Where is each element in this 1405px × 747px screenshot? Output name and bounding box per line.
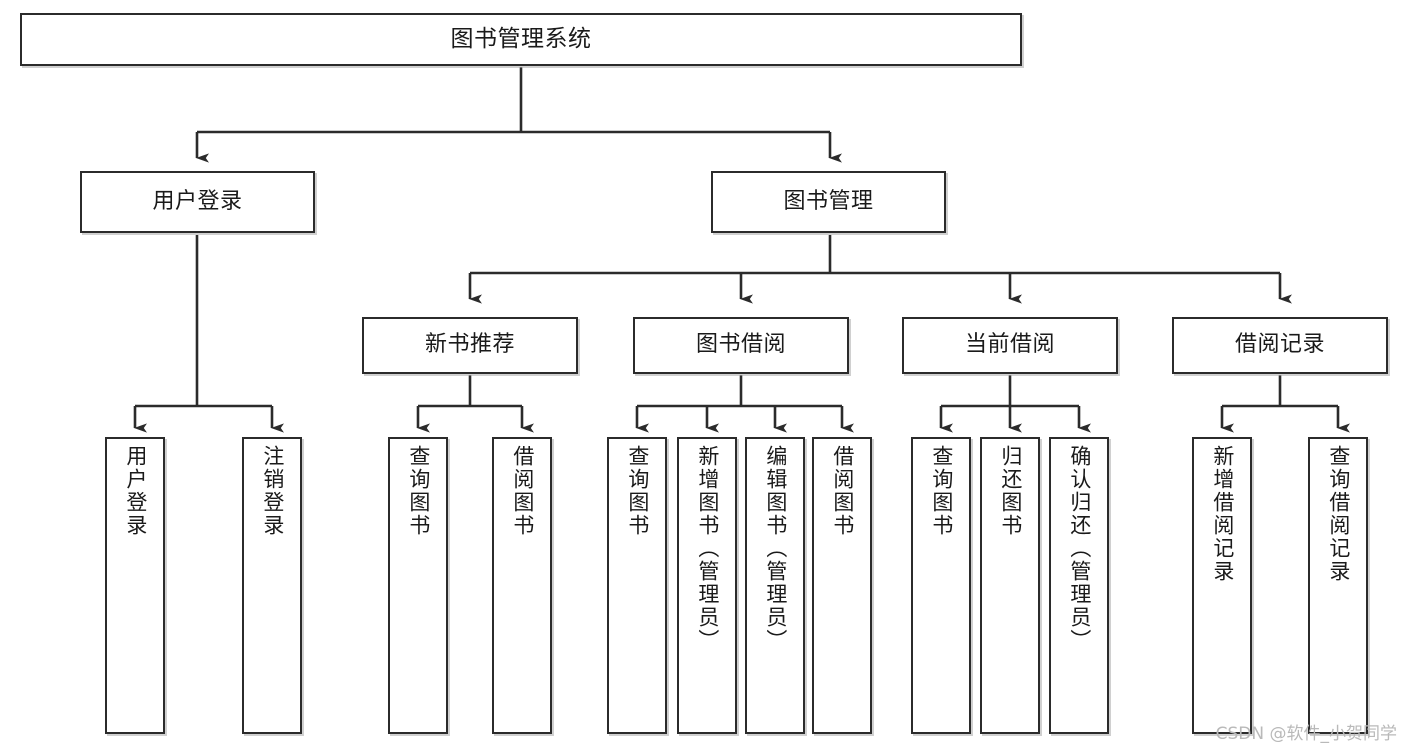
node-label: 借阅记录	[1234, 332, 1325, 358]
leaf-confirm-return[interactable]: 确认归还（管理员）	[1049, 437, 1109, 734]
node-label: 归还图书	[998, 445, 1023, 537]
node-label: 编辑图书（管理员）	[763, 445, 788, 652]
leaf-borrow-book[interactable]: 借阅图书	[812, 437, 872, 734]
node-label: 新增图书（管理员）	[695, 445, 720, 652]
node-label: 图书借阅	[695, 332, 786, 358]
node-label: 查询图书	[406, 445, 431, 537]
node-label: 新书推荐	[424, 332, 515, 358]
node-book-borrow[interactable]: 图书借阅	[633, 317, 849, 374]
leaf-add-book[interactable]: 新增图书（管理员）	[677, 437, 737, 734]
node-new-book-recommend[interactable]: 新书推荐	[362, 317, 578, 374]
node-label: 图书管理	[783, 188, 874, 214]
leaf-add-borrow-record[interactable]: 新增借阅记录	[1192, 437, 1252, 734]
node-current-borrow[interactable]: 当前借阅	[902, 317, 1118, 374]
node-label: 借阅图书	[510, 445, 535, 537]
node-label: 查询图书	[625, 445, 650, 537]
leaf-return-book[interactable]: 归还图书	[980, 437, 1040, 734]
leaf-user-logout[interactable]: 注销登录	[242, 437, 302, 734]
leaf-query-borrow-record[interactable]: 查询借阅记录	[1308, 437, 1368, 734]
node-label: 图书管理系统	[450, 25, 592, 52]
node-label: 当前借阅	[964, 332, 1055, 358]
leaf-query-book-current[interactable]: 查询图书	[911, 437, 971, 734]
leaf-user-login[interactable]: 用户登录	[105, 437, 165, 734]
node-label: 用户登录	[123, 445, 148, 537]
node-label: 查询图书	[929, 445, 954, 537]
node-root-system[interactable]: 图书管理系统	[20, 13, 1022, 66]
leaf-edit-book[interactable]: 编辑图书（管理员）	[745, 437, 805, 734]
leaf-query-book-borrow[interactable]: 查询图书	[607, 437, 667, 734]
node-book-management[interactable]: 图书管理	[711, 171, 946, 233]
node-borrow-record[interactable]: 借阅记录	[1172, 317, 1388, 374]
leaf-query-book-recommend[interactable]: 查询图书	[388, 437, 448, 734]
leaf-borrow-book-recommend[interactable]: 借阅图书	[492, 437, 552, 734]
node-label: 确认归还（管理员）	[1067, 445, 1092, 652]
node-label: 查询借阅记录	[1326, 445, 1351, 583]
node-label: 注销登录	[260, 445, 285, 537]
node-label: 借阅图书	[830, 445, 855, 537]
node-user-login[interactable]: 用户登录	[80, 171, 315, 233]
csdn-watermark: CSDN @软件_小贺同学	[1215, 724, 1397, 744]
node-label: 新增借阅记录	[1210, 445, 1235, 583]
node-label: 用户登录	[152, 188, 243, 214]
